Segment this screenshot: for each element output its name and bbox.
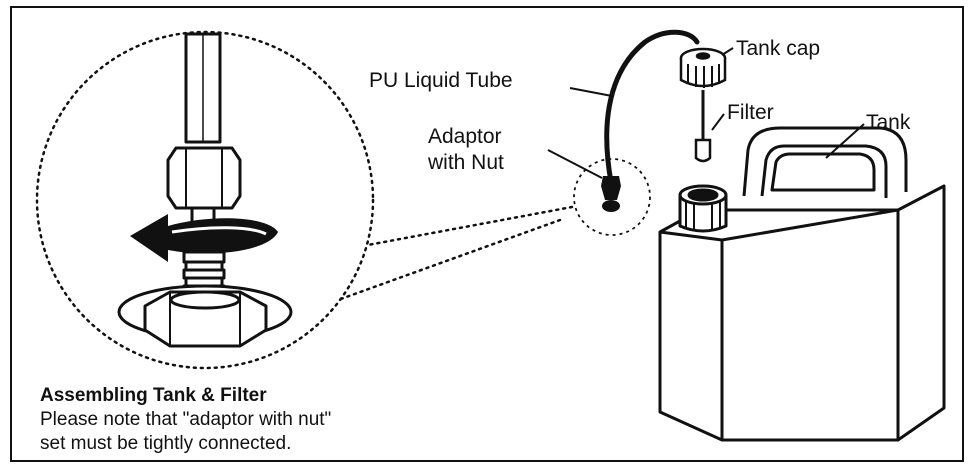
- adaptor-highlight-circle: [573, 158, 651, 236]
- label-filter: Filter: [727, 101, 774, 124]
- zoomed-adaptor-assembly: [117, 32, 293, 348]
- filter: [694, 90, 712, 163]
- label-adaptor-line1: Adaptor: [428, 125, 502, 148]
- caption-line-2: set must be tightly connected.: [40, 433, 292, 454]
- tank-cap: [679, 47, 727, 88]
- caption-title: Assembling Tank & Filter: [40, 385, 267, 406]
- tank: [658, 126, 946, 442]
- zoom-detail-circle: [35, 30, 375, 370]
- label-pu-liquid-tube: PU Liquid Tube: [369, 69, 513, 92]
- pu-liquid-tube: [601, 29, 700, 212]
- rotation-arrow: [130, 214, 278, 262]
- caption-line-1: Please note that "adaptor with nut": [40, 409, 332, 430]
- label-adaptor-line2: with Nut: [428, 151, 504, 174]
- zoom-connector-lines: [336, 205, 574, 302]
- label-tank-cap: Tank cap: [736, 37, 821, 60]
- label-tank: Tank: [866, 111, 911, 134]
- leader-lines: [547, 47, 865, 179]
